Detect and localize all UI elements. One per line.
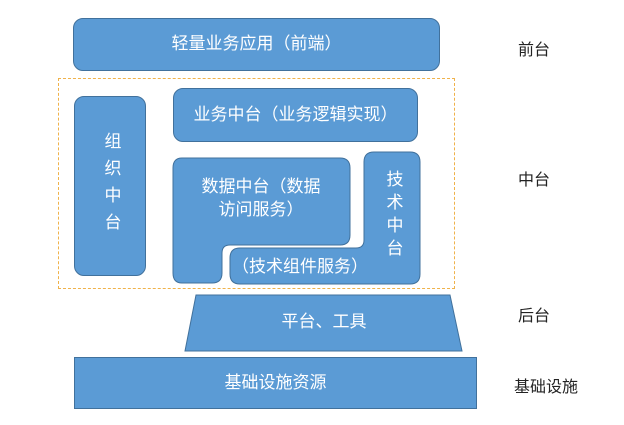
middle-platform-boundary bbox=[58, 78, 455, 289]
infrastructure-block-label: 基础设施资源 bbox=[224, 372, 327, 393]
business-block-label: 业务中台（业务逻辑实现） bbox=[193, 104, 398, 125]
layer-label-back: 后台 bbox=[518, 306, 551, 325]
data-block-label-line2: 访问服务） bbox=[218, 199, 304, 220]
tech-block-label: 技术中台 bbox=[382, 170, 403, 262]
layer-label-middle: 中台 bbox=[518, 170, 551, 189]
layer-label-infra: 基础设施 bbox=[514, 377, 579, 396]
layer-label-front: 前台 bbox=[518, 40, 551, 59]
business-block: 业务中台（业务逻辑实现） bbox=[173, 88, 418, 142]
platform-block: 平台、工具 bbox=[281, 312, 367, 332]
organization-block-label: 组织中台 bbox=[100, 132, 121, 240]
tech-components-label: （技术组件服务） bbox=[232, 257, 368, 277]
data-block: 数据中台（数据 访问服务） bbox=[176, 176, 346, 222]
platform-block-shape bbox=[184, 294, 463, 352]
infrastructure-block: 基础设施资源 bbox=[74, 357, 477, 409]
data-block-label-line1: 数据中台（数据 bbox=[201, 177, 321, 197]
tech-block: 技术中台 bbox=[374, 170, 410, 270]
frontend-block-label: 轻量业务应用（前端） bbox=[171, 34, 342, 55]
data-block-shape bbox=[172, 157, 351, 284]
tech-block-shape bbox=[229, 151, 421, 285]
frontend-block: 轻量业务应用（前端） bbox=[73, 18, 440, 71]
organization-block: 组织中台 bbox=[74, 96, 146, 276]
